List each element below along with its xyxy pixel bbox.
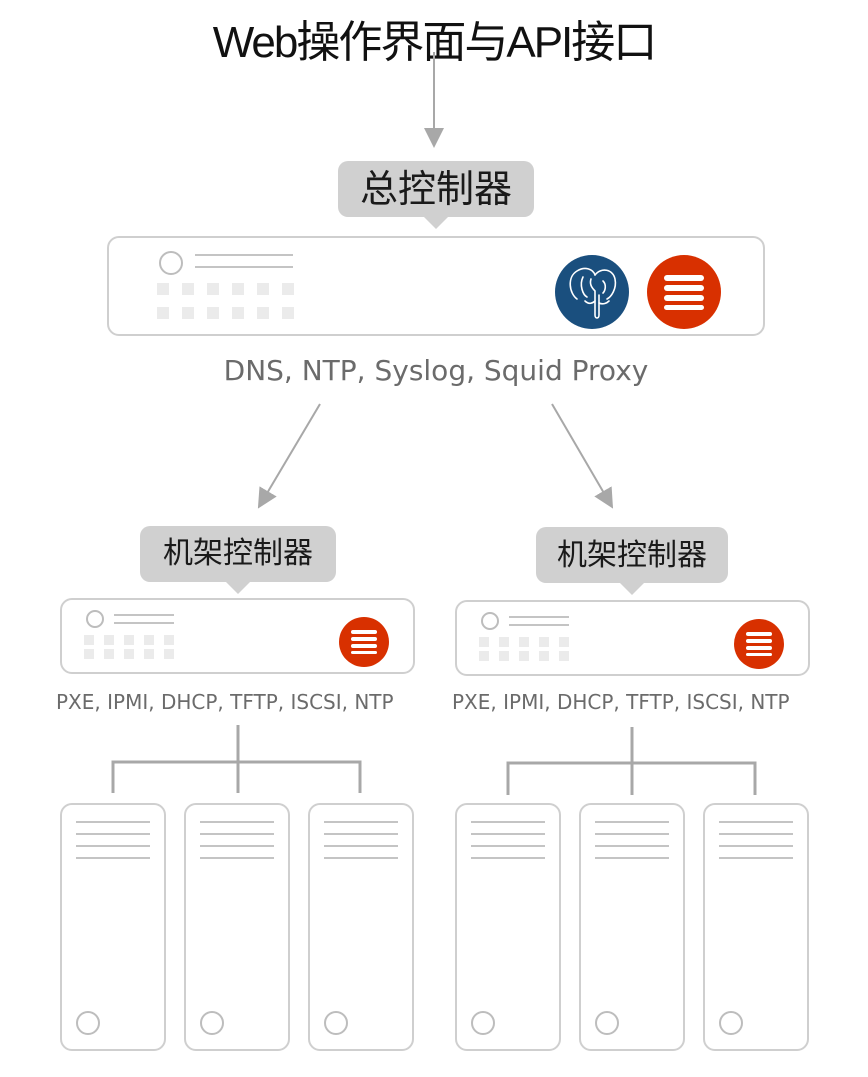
rack-controller-label-right: 机架控制器	[536, 527, 728, 595]
rack-controller-server-right[interactable]	[455, 600, 810, 676]
vent-line	[324, 821, 398, 823]
vent-line	[200, 833, 274, 835]
tree-connector-left	[111, 725, 362, 793]
rack-controller-server-left[interactable]	[60, 598, 415, 674]
vent-line	[76, 833, 150, 835]
machine-node[interactable]	[308, 803, 414, 1051]
vent-line	[324, 857, 398, 859]
status-line	[195, 266, 293, 268]
vent-line	[719, 821, 793, 823]
stack-menu-icon	[734, 619, 784, 669]
region-services-text: DNS, NTP, Syslog, Squid Proxy	[223, 354, 649, 387]
vent-line	[324, 845, 398, 847]
vent-line	[76, 821, 150, 823]
status-line	[114, 622, 174, 624]
vent-line	[719, 833, 793, 835]
machine-node[interactable]	[703, 803, 809, 1051]
stack-menu-icon	[647, 255, 721, 329]
vent-line	[324, 833, 398, 835]
status-line	[509, 624, 569, 626]
vent-line	[200, 821, 274, 823]
power-led-icon	[86, 610, 104, 628]
power-led-icon	[471, 1011, 495, 1035]
vent-line	[595, 821, 669, 823]
power-led-icon	[76, 1011, 100, 1035]
power-led-icon	[324, 1011, 348, 1035]
vent-line	[76, 845, 150, 847]
machine-node[interactable]	[455, 803, 561, 1051]
rack-services-text-right: PXE, IPMI, DHCP, TFTP, ISCSI, NTP	[452, 690, 790, 714]
region-controller-server[interactable]	[107, 236, 765, 336]
tree-connector-right	[506, 727, 757, 795]
vent-line	[595, 845, 669, 847]
power-led-icon	[159, 251, 183, 275]
machine-node[interactable]	[579, 803, 685, 1051]
stack-menu-icon	[339, 617, 389, 667]
arrow-region-to-rack-left	[257, 403, 321, 509]
power-led-icon	[719, 1011, 743, 1035]
region-controller-label: 总控制器	[338, 161, 534, 229]
vent-line	[595, 833, 669, 835]
status-line	[509, 616, 569, 618]
vent-line	[471, 821, 545, 823]
vent-line	[719, 857, 793, 859]
machine-node[interactable]	[184, 803, 290, 1051]
machine-node[interactable]	[60, 803, 166, 1051]
vent-line	[471, 845, 545, 847]
status-line	[195, 254, 293, 256]
vent-line	[471, 857, 545, 859]
rack-controller-label-left: 机架控制器	[140, 526, 336, 594]
vent-line	[200, 857, 274, 859]
vent-line	[471, 833, 545, 835]
arrow-region-to-rack-right	[551, 403, 614, 509]
vent-line	[595, 857, 669, 859]
status-line	[114, 614, 174, 616]
postgresql-elephant-icon	[555, 255, 629, 329]
vent-line	[719, 845, 793, 847]
rack-services-text-left: PXE, IPMI, DHCP, TFTP, ISCSI, NTP	[56, 690, 394, 714]
vent-line	[200, 845, 274, 847]
power-led-icon	[481, 612, 499, 630]
vent-line	[76, 857, 150, 859]
power-led-icon	[595, 1011, 619, 1035]
power-led-icon	[200, 1011, 224, 1035]
